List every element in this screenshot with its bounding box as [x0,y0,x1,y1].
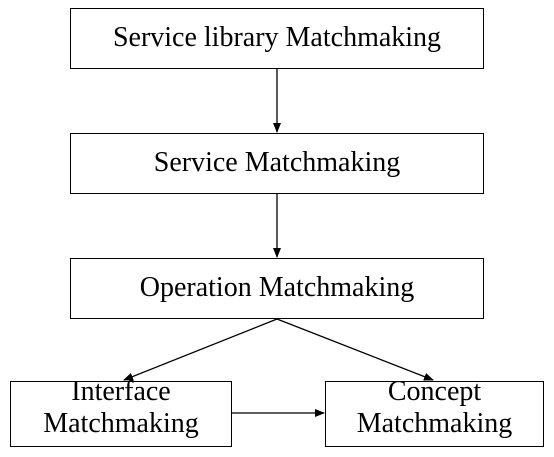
node-label: Service Matchmaking [153,147,401,179]
node-label-line1: Interface [71,376,171,407]
node-label: Operation Matchmaking [139,272,415,304]
node-operation-matchmaking: Operation Matchmaking [70,258,484,319]
node-label-line2: Matchmaking [356,408,513,440]
node-interface-matchmaking: Interface Matchmaking [10,376,232,447]
node-label-line2: Matchmaking [43,408,199,440]
node-service-matchmaking: Service Matchmaking [70,133,484,194]
node-concept-matchmaking: Concept Matchmaking [325,376,544,447]
node-label-line1: Concept [387,376,482,407]
arrow-operation-to-interface [123,318,278,381]
arrow-operation-to-concept [276,318,434,381]
node-label: Service library Matchmaking [112,22,442,54]
node-service-library-matchmaking: Service library Matchmaking [70,8,484,69]
